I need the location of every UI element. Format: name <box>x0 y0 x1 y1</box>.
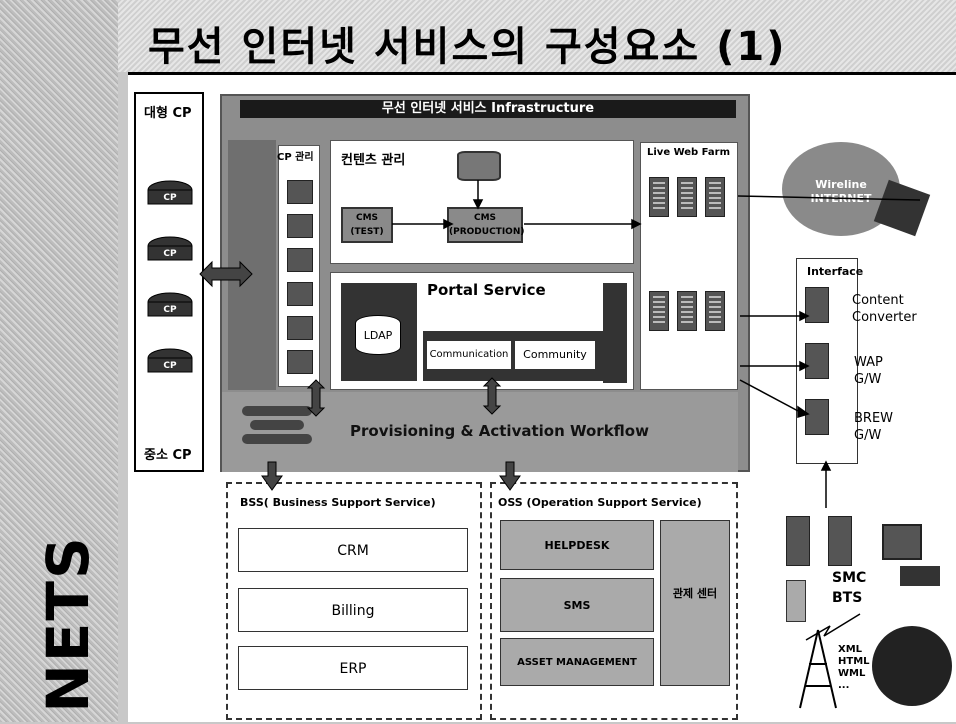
protocol-more: ... <box>838 680 850 691</box>
large-cp-label: 대형 CP <box>144 106 192 121</box>
community-box: Community <box>515 341 595 369</box>
portal-side-bar <box>603 283 627 383</box>
ldap-panel: LDAP <box>341 283 417 381</box>
cp-admin-item <box>287 282 313 306</box>
ldap-database: LDAP <box>355 315 401 355</box>
portal-service-label: Portal Service <box>427 281 546 299</box>
cp-disk-icon <box>147 357 193 373</box>
database-icon <box>457 151 501 181</box>
wap-server-icon <box>805 343 829 379</box>
crm-box: CRM <box>238 528 468 572</box>
billing-box: Billing <box>238 588 468 632</box>
brew-gw-label: BREW G/W <box>854 411 894 443</box>
infrastructure-header: 무선 인터넷 서비스 Infrastructure <box>240 100 736 118</box>
network-stack-icon <box>242 404 312 454</box>
web-server-icon <box>705 177 725 217</box>
bts-server-icon <box>828 516 852 566</box>
smc-server-icon <box>786 516 810 566</box>
wap-gw-label: WAP G/W <box>854 355 883 387</box>
bss-label: BSS( Business Support Service) <box>240 496 436 509</box>
live-web-farm-panel: Live Web Farm <box>640 142 738 390</box>
device-icon <box>882 524 922 560</box>
cms-test-box: CMS (TEST) <box>341 207 393 243</box>
infra-side-strip <box>228 140 276 390</box>
converter-server-icon <box>805 287 829 323</box>
content-management-panel: 컨텐츠 관리 CMS (TEST) CMS (PRODUCTION) <box>330 140 634 264</box>
erp-box: ERP <box>238 646 468 690</box>
oss-label: OSS (Operation Support Service) <box>498 496 702 509</box>
web-server-icon <box>649 177 669 217</box>
web-server-icon <box>677 291 697 331</box>
workflow-label: Provisioning & Activation Workflow <box>350 422 649 440</box>
protocol-wml: WML <box>838 668 866 679</box>
protocol-xml: XML <box>838 644 863 655</box>
helpdesk-box: HELPDESK <box>500 520 654 570</box>
cp-panel: 대형 CP 중소 CP <box>134 92 204 472</box>
modem-icon <box>786 580 806 622</box>
cp-admin-item <box>287 316 313 340</box>
cp-disk-icon <box>147 189 193 205</box>
cp-admin-item <box>287 248 313 272</box>
asset-management-box: ASSET MANAGEMENT <box>500 638 654 686</box>
phone-icon <box>900 566 940 586</box>
cp-disk-icon <box>147 301 193 317</box>
cp-disk-label: CP <box>163 193 177 203</box>
services-panel: Communication Community <box>423 331 615 381</box>
cp-disk-label: CP <box>163 305 177 315</box>
cms-production-box: CMS (PRODUCTION) <box>447 207 524 243</box>
globe-icon <box>872 626 952 706</box>
cp-admin-item <box>287 214 313 238</box>
brew-server-icon <box>805 399 829 435</box>
workflow-panel: Provisioning & Activation Workflow <box>222 392 738 472</box>
communication-box: Communication <box>427 341 511 369</box>
cp-admin-label: CP 관리 <box>277 152 314 163</box>
content-converter-label: Content Converter <box>852 293 917 325</box>
cp-admin-item <box>287 180 313 204</box>
web-server-icon <box>649 291 669 331</box>
control-center-box: 관제 센터 <box>660 520 730 686</box>
web-farm-label: Live Web Farm <box>647 147 731 158</box>
protocol-html: HTML <box>838 656 870 667</box>
cp-admin-panel: CP 관리 <box>277 145 320 387</box>
title-band <box>0 0 956 72</box>
content-management-label: 컨텐츠 관리 <box>341 153 406 168</box>
cp-disk-label: CP <box>163 361 177 371</box>
cp-admin-item <box>287 350 313 374</box>
interface-label: Interface <box>807 265 864 278</box>
bts-label: BTS <box>832 590 863 606</box>
cp-disk-icon <box>147 245 193 261</box>
portal-service-panel: Portal Service LDAP Communication Commun… <box>330 272 634 390</box>
small-cp-label: 중소 CP <box>144 448 192 463</box>
protocol-list: XML HTML WML ... <box>838 644 870 692</box>
web-server-icon <box>677 177 697 217</box>
page-title: 무선 인터넷 서비스의 구성요소 (1) <box>148 24 787 70</box>
tower-icon <box>799 629 837 709</box>
smc-label: SMC <box>832 570 867 586</box>
cp-disk-label: CP <box>163 249 177 259</box>
sms-box: SMS <box>500 578 654 632</box>
web-server-icon <box>705 291 725 331</box>
interface-panel: Interface <box>796 258 863 464</box>
left-texture-bar <box>0 0 118 722</box>
